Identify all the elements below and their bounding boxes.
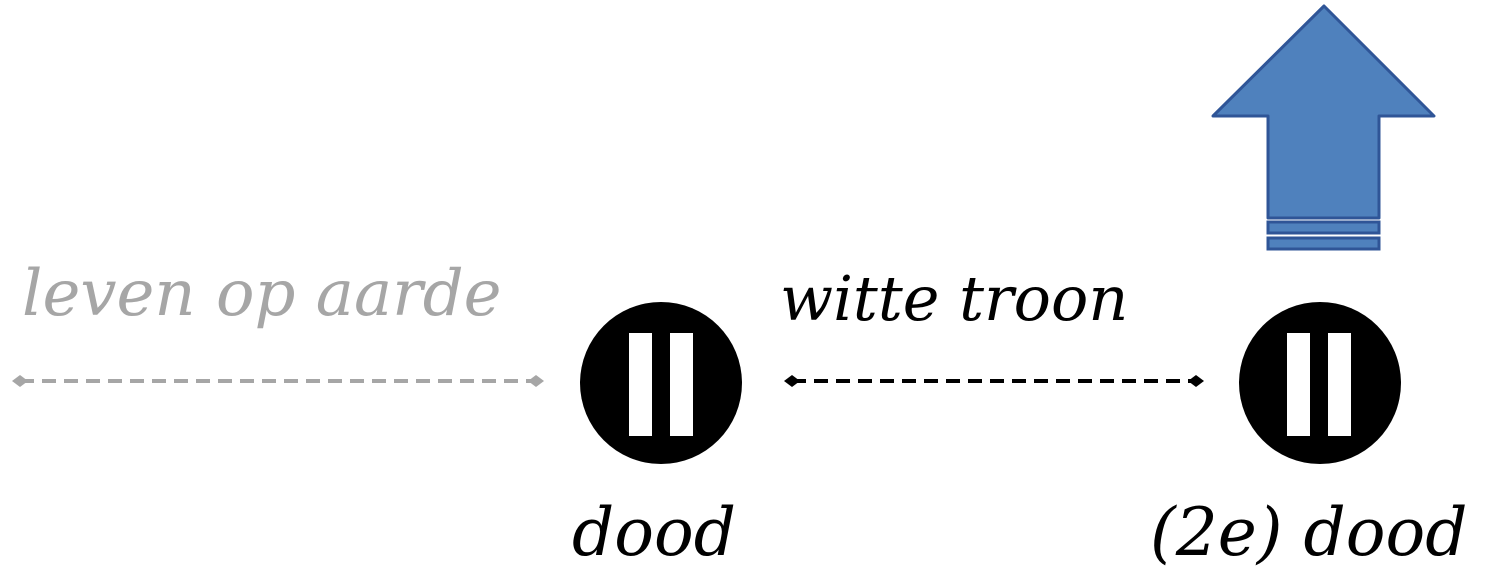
up-arrow-icon (1211, 4, 1436, 251)
timeline-start-marker (12, 375, 28, 387)
life-timeline (12, 375, 544, 387)
throne-timeline (784, 375, 1204, 387)
timeline-end-marker (528, 375, 544, 387)
pause-circle-icon (580, 302, 742, 464)
white-throne-label: witte troon (780, 262, 1129, 335)
timeline-end-marker (1188, 375, 1204, 387)
timeline-start-marker (784, 375, 800, 387)
second-death-label: (2e) dood (1150, 494, 1468, 571)
death-label: dood (572, 494, 736, 571)
life-on-earth-label: leven op aarde (22, 257, 502, 331)
pause-circle-icon (1239, 302, 1401, 464)
